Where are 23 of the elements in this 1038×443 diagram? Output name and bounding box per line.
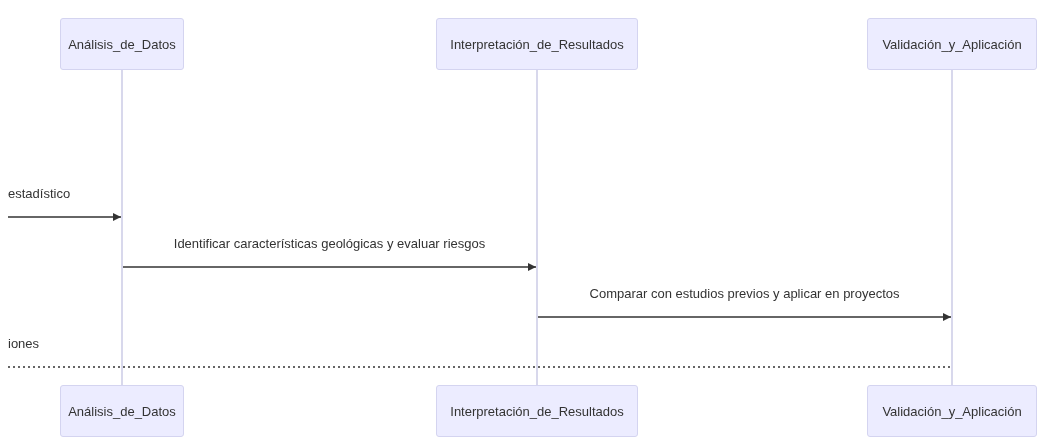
participant-name: Interpretación_de_Resultados xyxy=(450,403,624,419)
participant-box xyxy=(436,18,638,70)
participant-name: Validación_y_Aplicación xyxy=(882,403,1022,419)
message-arrow xyxy=(122,263,537,271)
participant-name: Análisis_de_Datos xyxy=(68,36,176,52)
message-arrow xyxy=(7,213,122,221)
participant-box xyxy=(867,18,1037,70)
message-label: Comparar con estudios previos y aplicar en proyectos xyxy=(589,286,900,301)
lifeline xyxy=(536,70,538,385)
participant-box xyxy=(436,385,638,437)
participant-name: Validación_y_Aplicación xyxy=(882,36,1022,52)
message-label: Identificar características geológicas y evaluar riesgos xyxy=(173,236,486,251)
message-label: estadístico xyxy=(8,186,71,201)
participant-box xyxy=(867,385,1037,437)
message-arrow xyxy=(537,313,952,321)
participant-box xyxy=(60,18,184,70)
dotted-line xyxy=(7,366,952,368)
lifeline xyxy=(121,70,123,385)
participant-box xyxy=(60,385,184,437)
lifeline xyxy=(951,70,953,385)
participant-name: Interpretación_de_Resultados xyxy=(450,36,624,52)
message-label: iones xyxy=(8,336,40,351)
participant-name: Análisis_de_Datos xyxy=(68,403,176,419)
